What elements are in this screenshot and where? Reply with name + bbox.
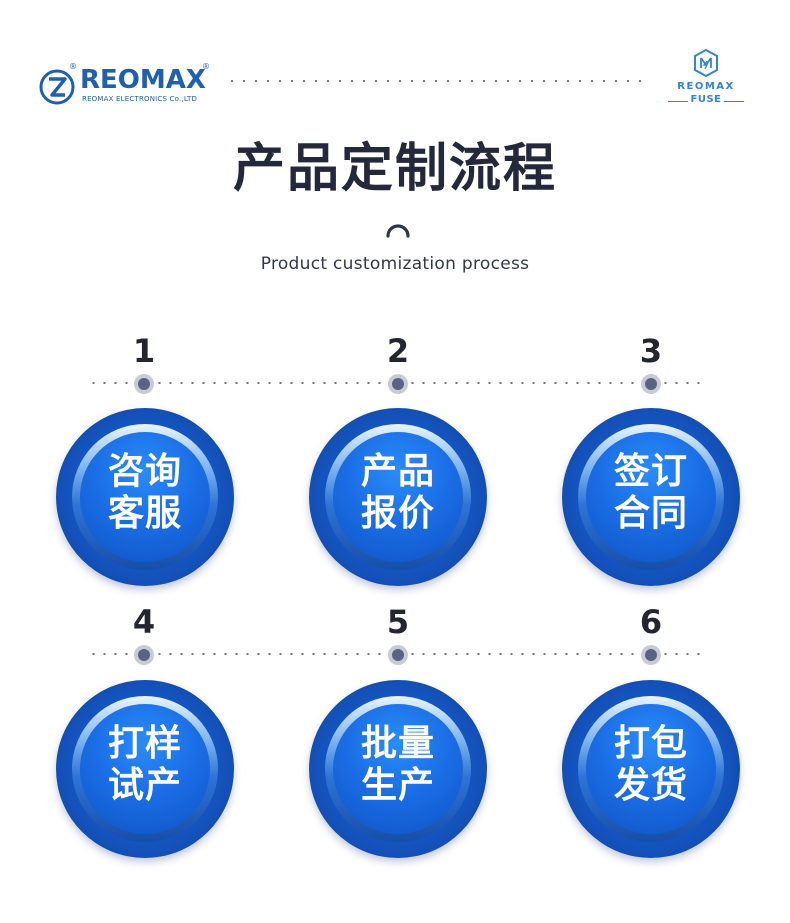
step-3-label: 签订 合同 [562, 451, 740, 535]
registered-mark: ® [69, 62, 77, 71]
reomax-emblem-icon [39, 69, 75, 105]
fuse-logo-brand: REOMAX [677, 81, 735, 92]
header-dotted-divider [226, 80, 646, 82]
step-5-number: 5 [386, 603, 410, 641]
step-2-node [388, 374, 408, 394]
step-4-label-line1: 打样 [107, 723, 182, 764]
step-1-number: 1 [132, 332, 156, 370]
step-4-circle: 打样 试产 [56, 680, 234, 858]
step-2-label-line2: 报价 [360, 493, 435, 534]
step-5-core [333, 704, 463, 834]
wordmark-registered-mark: ® [202, 62, 210, 71]
step-5-node [388, 645, 408, 665]
step-1-node [134, 374, 154, 394]
step-6-label-line2: 发货 [613, 765, 688, 806]
fuse-hexagon-icon [694, 48, 718, 78]
fuse-left-rule [668, 101, 688, 102]
arc-ornament-icon [386, 224, 410, 238]
brand-tagline: REOMAX ELECTRONICS Co.,LTD [82, 95, 198, 103]
brand-wordmark: REOMAX [80, 65, 206, 95]
fuse-logo-word: FUSE [690, 94, 722, 105]
step-3-node [641, 374, 661, 394]
header: ® REOMAX ® REOMAX ELECTRONICS Co.,LTD RE… [0, 0, 790, 130]
step-4-core [80, 704, 210, 834]
page-subtitle: Product customization process [260, 254, 530, 274]
step-2-label: 产品 报价 [309, 451, 487, 535]
step-4-number: 4 [132, 603, 156, 641]
step-4-label-line2: 试产 [107, 765, 182, 806]
fuse-word-row: FUSE [664, 94, 748, 108]
step-1-label-line2: 客服 [107, 493, 182, 534]
step-4-label: 打样 试产 [56, 723, 234, 807]
step-2-label-line1: 产品 [360, 451, 435, 492]
step-2-number: 2 [386, 332, 410, 370]
reomax-logo: ® REOMAX ® REOMAX ELECTRONICS Co.,LTD [38, 62, 213, 112]
step-6-label: 打包 发货 [562, 723, 740, 807]
step-6-node [641, 645, 661, 665]
step-6-circle: 打包 发货 [562, 680, 740, 858]
step-5-label: 批量 生产 [309, 723, 487, 807]
reomax-fuse-logo: REOMAX FUSE [664, 48, 748, 108]
step-6-label-line1: 打包 [613, 723, 688, 764]
fuse-right-rule [724, 101, 744, 102]
step-1-label: 咨询 客服 [56, 451, 234, 535]
step-2-circle: 产品 报价 [309, 408, 487, 586]
step-6-core [586, 704, 716, 834]
step-6-number: 6 [639, 603, 663, 641]
step-3-number: 3 [639, 332, 663, 370]
step-1-label-line1: 咨询 [107, 451, 182, 492]
step-5-label-line2: 生产 [360, 765, 435, 806]
step-5-circle: 批量 生产 [309, 680, 487, 858]
page-title: 产品定制流程 [232, 139, 557, 199]
step-4-node [134, 645, 154, 665]
step-2-core [333, 432, 463, 562]
step-1-core [80, 432, 210, 562]
step-1-circle: 咨询 客服 [56, 408, 234, 586]
step-3-core [586, 432, 716, 562]
step-3-label-line2: 合同 [613, 493, 688, 534]
step-3-label-line1: 签订 [613, 451, 688, 492]
step-3-circle: 签订 合同 [562, 408, 740, 586]
step-5-label-line1: 批量 [360, 723, 435, 764]
